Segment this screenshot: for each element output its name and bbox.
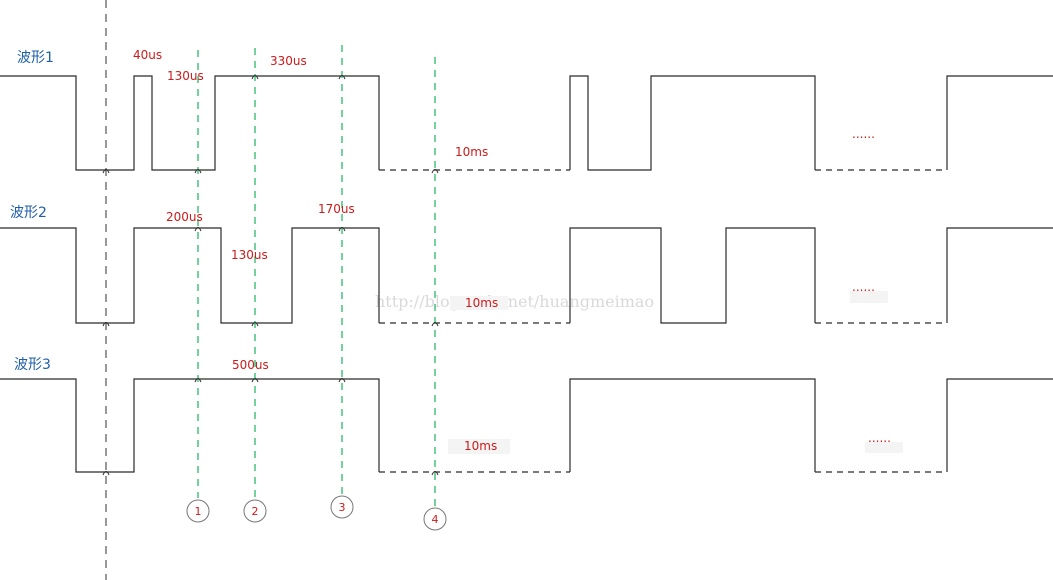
waveform-1-trace-end bbox=[946, 75, 1053, 170]
marker-3-label: 3 bbox=[339, 501, 346, 514]
watermark-text: http://blog.csdn.net/huangmeimao bbox=[375, 292, 654, 311]
waveform-3-trace-repeat bbox=[569, 378, 816, 472]
marker-2-circle bbox=[243, 499, 267, 523]
marker-4-label: 4 bbox=[432, 513, 439, 526]
waveform-3-trace-end bbox=[946, 378, 1053, 472]
waveform-2 bbox=[0, 227, 1053, 324]
crossing-tick bbox=[194, 378, 202, 383]
waveform-3-label-ellipsis-background bbox=[865, 442, 903, 453]
waveform-3-label-500us: 500us bbox=[232, 358, 269, 372]
waveform-1-label-130us: 130us bbox=[167, 69, 204, 83]
crossing-tick bbox=[431, 169, 439, 174]
crossing-ticks bbox=[102, 75, 439, 476]
waveform-2-trace-repeat bbox=[569, 227, 816, 324]
waveform-2-label-130us: 130us bbox=[231, 248, 268, 262]
marker-3-circle bbox=[330, 495, 354, 519]
waveform-3-label-10ms: 10ms bbox=[464, 439, 497, 453]
marker-4: 4 bbox=[423, 507, 447, 531]
waveform-2-name: 波形2 bbox=[10, 205, 47, 221]
crossing-tick bbox=[251, 322, 259, 327]
waveform-3-label-ellipsis: ...... bbox=[868, 431, 891, 445]
waveform-2-label-10ms: 10ms bbox=[465, 296, 498, 310]
marker-4-circle bbox=[423, 507, 447, 531]
waveform-1-label-330us: 330us bbox=[270, 54, 307, 68]
marker-3: 3 bbox=[330, 495, 354, 519]
marker-2: 2 bbox=[243, 499, 267, 523]
crossing-tick bbox=[194, 227, 202, 232]
waveform-1-trace bbox=[0, 75, 380, 171]
marker-2-label: 2 bbox=[252, 505, 259, 518]
waveform-3-name: 波形3 bbox=[14, 357, 51, 373]
waveform-1 bbox=[0, 75, 1053, 171]
waveform-2-label-10ms-background bbox=[450, 296, 508, 310]
crossing-tick bbox=[431, 322, 439, 327]
crossing-tick bbox=[431, 471, 439, 476]
waveform-1-label-10ms: 10ms bbox=[455, 145, 488, 159]
crossing-tick bbox=[251, 378, 259, 383]
crossing-tick bbox=[251, 75, 259, 80]
waveform-1-label-ellipsis: ...... bbox=[852, 127, 875, 141]
waveform-3-label-10ms-background bbox=[448, 439, 510, 454]
crossing-tick bbox=[194, 169, 202, 174]
waveform-3-trace bbox=[0, 378, 380, 473]
crossing-tick bbox=[102, 471, 110, 476]
waveform-2-label-170us: 170us bbox=[318, 202, 355, 216]
crossing-tick bbox=[338, 378, 346, 383]
marker-1-label: 1 bbox=[195, 505, 202, 518]
waveform-1-name: 波形1 bbox=[17, 50, 54, 66]
marker-1-circle bbox=[186, 499, 210, 523]
waveform-3 bbox=[0, 378, 1053, 473]
waveform-2-label-ellipsis-background bbox=[850, 291, 888, 303]
crossing-tick bbox=[338, 75, 346, 80]
waveform-1-label-40us: 40us bbox=[133, 48, 162, 62]
waveform-1-trace-repeat bbox=[569, 75, 816, 171]
waveform-2-label-200us: 200us bbox=[166, 210, 203, 224]
waveform-2-label-ellipsis: ...... bbox=[852, 280, 875, 294]
waveform-2-trace bbox=[0, 227, 380, 324]
crossing-tick bbox=[338, 227, 346, 232]
crossing-tick bbox=[102, 322, 110, 327]
waveform-2-trace-end bbox=[946, 227, 1053, 323]
crossing-tick bbox=[102, 169, 110, 174]
marker-1: 1 bbox=[186, 499, 210, 523]
